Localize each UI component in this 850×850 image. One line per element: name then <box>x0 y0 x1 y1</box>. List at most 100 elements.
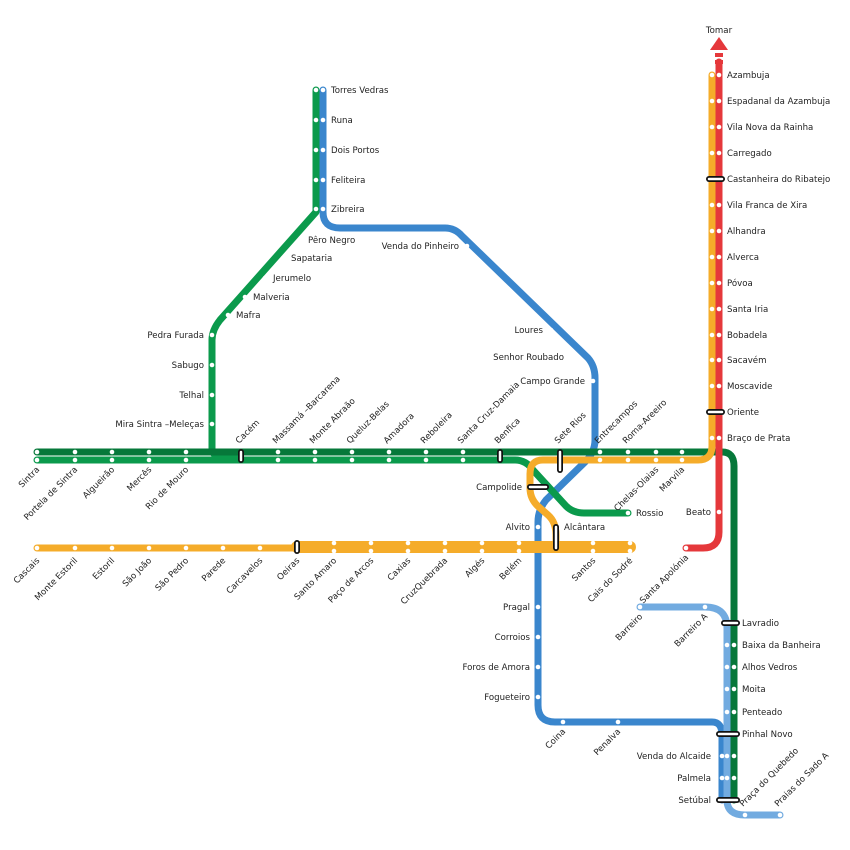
station-dot[interactable] <box>535 634 541 640</box>
station-label[interactable]: Caxias <box>386 556 414 584</box>
station-dot[interactable] <box>719 753 725 759</box>
station-label[interactable]: Póvoa <box>727 278 753 289</box>
station-dot[interactable] <box>535 524 541 530</box>
station-dot[interactable] <box>731 753 737 759</box>
station-dot[interactable] <box>331 548 337 554</box>
station-dot[interactable] <box>109 457 115 463</box>
station-dot[interactable] <box>209 332 215 338</box>
station-label[interactable]: Marvila <box>658 465 687 494</box>
station-label[interactable]: Belém <box>497 555 524 582</box>
station-label[interactable]: Santa Apolónia <box>637 552 691 606</box>
station-dot[interactable] <box>516 548 522 554</box>
station-dot[interactable] <box>313 87 319 93</box>
station-label[interactable]: Setúbal <box>678 796 711 806</box>
station-dot[interactable] <box>627 540 633 546</box>
station-dot[interactable] <box>731 664 737 670</box>
station-label[interactable]: Malveria <box>253 293 290 303</box>
station-dot[interactable] <box>548 327 554 333</box>
station-dot[interactable] <box>535 664 541 670</box>
station-label[interactable]: Campo Grande <box>520 377 585 387</box>
station-dot[interactable] <box>72 457 78 463</box>
station-dot[interactable] <box>460 449 466 455</box>
station-dot[interactable] <box>716 357 722 363</box>
station-dot[interactable] <box>716 124 722 130</box>
station-dot[interactable] <box>320 87 326 93</box>
station-dot[interactable] <box>679 449 685 455</box>
station-dot[interactable] <box>109 449 115 455</box>
station-dot[interactable] <box>709 306 715 312</box>
station-dot[interactable] <box>716 150 722 156</box>
station-label[interactable]: Foros de Amora <box>463 663 531 673</box>
station-dot[interactable] <box>146 545 152 551</box>
station-label[interactable]: Sacavém <box>727 355 766 366</box>
station-label[interactable]: Cascais <box>12 556 42 586</box>
station-dot[interactable] <box>146 449 152 455</box>
station-dot[interactable] <box>386 449 392 455</box>
station-label[interactable]: Alcântara <box>564 523 605 533</box>
station-dot[interactable] <box>716 280 722 286</box>
station-label[interactable]: Senhor Roubado <box>493 353 564 363</box>
station-dot[interactable] <box>724 664 730 670</box>
station-label[interactable]: Carregado <box>727 149 772 159</box>
station-dot[interactable] <box>702 604 708 610</box>
station-dot[interactable] <box>724 686 730 692</box>
station-dot[interactable] <box>275 457 281 463</box>
station-dot[interactable] <box>331 540 337 546</box>
station-dot[interactable] <box>716 98 722 104</box>
station-dot[interactable] <box>405 548 411 554</box>
station-dot[interactable] <box>183 457 189 463</box>
station-dot[interactable] <box>709 254 715 260</box>
station-dot[interactable] <box>386 457 392 463</box>
station-label[interactable]: Benfica <box>493 416 523 446</box>
station-label[interactable]: Praça do Quebedo <box>738 746 801 809</box>
station-dot[interactable] <box>146 457 152 463</box>
station-label[interactable]: Zibreira <box>331 205 365 215</box>
station-dot[interactable] <box>280 255 286 261</box>
station-label[interactable]: Vila Franca de Xira <box>727 201 807 211</box>
station-dot[interactable] <box>709 383 715 389</box>
station-dot[interactable] <box>625 457 631 463</box>
station-label[interactable]: Chelas-Olaias <box>612 465 661 514</box>
station-dot[interactable] <box>709 332 715 338</box>
station-dot[interactable] <box>313 206 319 212</box>
station-dot[interactable] <box>368 548 374 554</box>
station-dot[interactable] <box>312 457 318 463</box>
station-label[interactable]: Venda do Alcaide <box>637 752 711 762</box>
station-dot[interactable] <box>724 775 730 781</box>
station-label[interactable]: Lavradio <box>742 619 779 629</box>
station-label[interactable]: Alhos Vedros <box>742 663 798 673</box>
station-dot[interactable] <box>313 177 319 183</box>
station-dot[interactable] <box>724 642 730 648</box>
station-dot[interactable] <box>716 228 722 234</box>
station-dot[interactable] <box>625 510 631 516</box>
station-label[interactable]: Bobadela <box>727 331 767 341</box>
station-dot[interactable] <box>637 604 643 610</box>
station-dot[interactable] <box>742 812 748 818</box>
station-label[interactable]: Sabugo <box>172 361 204 371</box>
station-dot[interactable] <box>313 147 319 153</box>
station-dot[interactable] <box>709 98 715 104</box>
station-label[interactable]: Algés <box>463 555 488 580</box>
station-dot[interactable] <box>777 812 783 818</box>
station-dot[interactable] <box>209 421 215 427</box>
station-label[interactable]: Espadanal da Azambuja <box>727 97 830 107</box>
station-dot[interactable] <box>479 548 485 554</box>
station-dot[interactable] <box>716 72 722 78</box>
station-label[interactable]: Oriente <box>727 408 759 418</box>
station-label[interactable]: Santos <box>570 556 598 584</box>
station-dot[interactable] <box>535 694 541 700</box>
station-dot[interactable] <box>442 548 448 554</box>
station-dot[interactable] <box>683 545 689 551</box>
station-dot[interactable] <box>275 449 281 455</box>
station-dot[interactable] <box>709 228 715 234</box>
station-dot[interactable] <box>731 686 737 692</box>
station-dot[interactable] <box>72 449 78 455</box>
station-label[interactable]: Jerumelo <box>272 274 311 284</box>
station-label[interactable]: Estoril <box>91 556 117 582</box>
station-dot[interactable] <box>320 147 326 153</box>
station-dot[interactable] <box>368 540 374 546</box>
station-label[interactable]: Pedra Furada <box>147 331 204 341</box>
station-dot[interactable] <box>709 435 715 441</box>
station-dot[interactable] <box>479 540 485 546</box>
station-label[interactable]: Azambuja <box>727 71 770 81</box>
